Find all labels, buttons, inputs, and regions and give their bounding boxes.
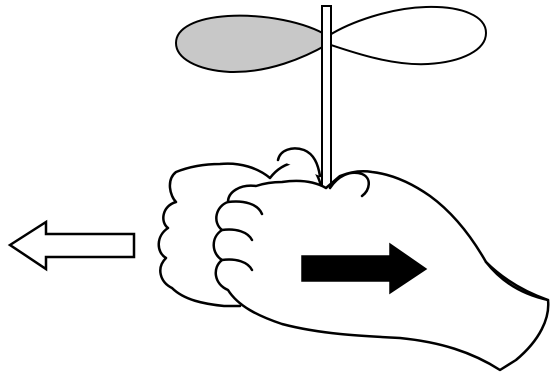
right-motion-arrow	[301, 242, 428, 295]
left-motion-arrow	[7, 219, 136, 272]
left-hand-thumb	[276, 147, 322, 178]
propeller-blade-plain	[327, 5, 487, 66]
propeller	[175, 5, 487, 74]
right-hand-knuckles	[220, 200, 264, 272]
right-hand-thumb	[328, 171, 370, 198]
propeller-stick	[321, 5, 332, 191]
propeller-blade-shaded	[175, 14, 329, 74]
right-hand-wrist	[484, 260, 550, 302]
